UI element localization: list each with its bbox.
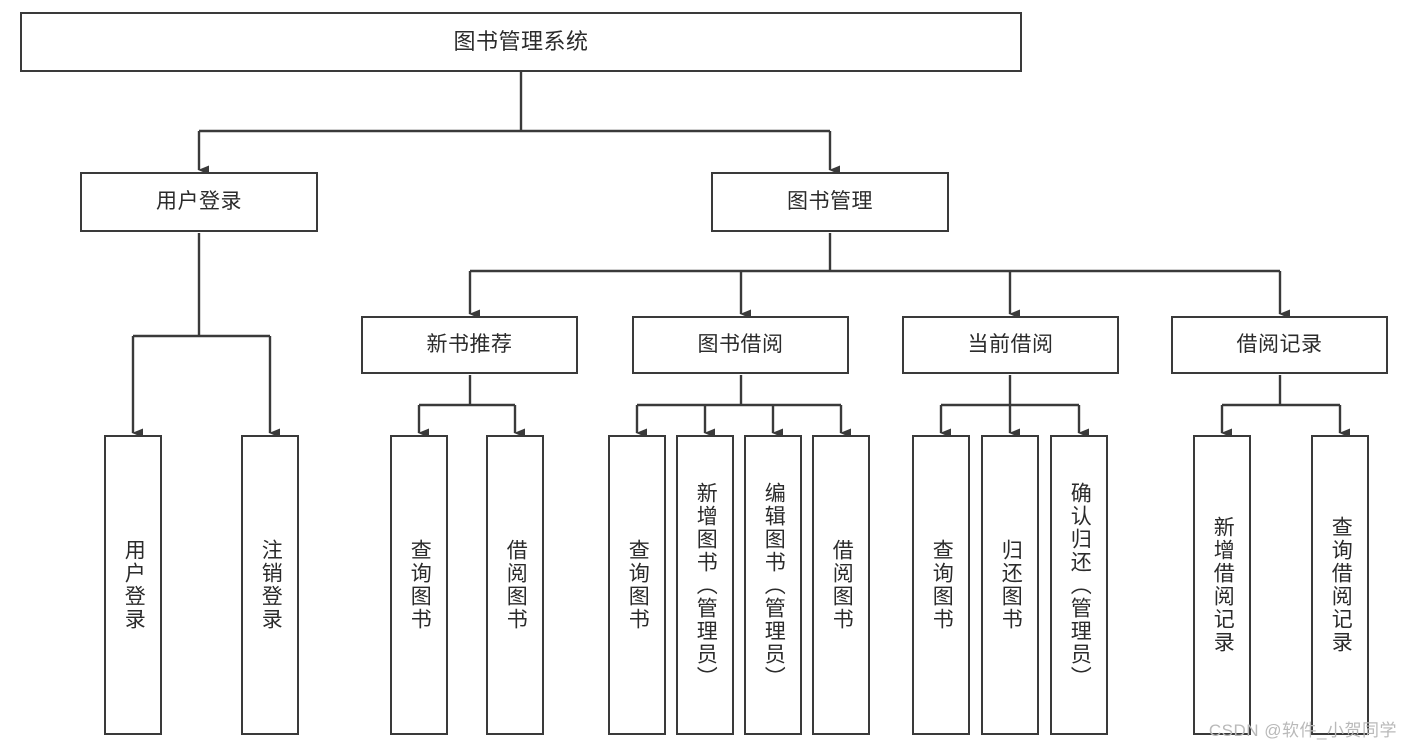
node-leaf-query-borrow-record[interactable]: 查询借阅记录 <box>1311 435 1369 735</box>
node-label: 借阅图书 <box>830 539 854 631</box>
node-label: 借阅记录 <box>1236 332 1323 356</box>
node-leaf-query-book-borrow[interactable]: 查询图书 <box>608 435 666 735</box>
node-label: 新增借阅记录 <box>1211 516 1235 654</box>
node-label: 新增图书（管理员） <box>694 481 718 689</box>
node-label: 查询图书 <box>408 539 432 631</box>
node-leaf-return-book[interactable]: 归还图书 <box>981 435 1039 735</box>
node-label: 注销登录 <box>259 539 283 631</box>
node-label: 查询图书 <box>930 539 954 631</box>
node-user-login[interactable]: 用户登录 <box>80 172 318 232</box>
node-label: 图书管理 <box>787 189 873 213</box>
node-book-borrow[interactable]: 图书借阅 <box>632 316 849 374</box>
node-label: 确认归还（管理员） <box>1068 481 1092 689</box>
node-leaf-add-borrow-record[interactable]: 新增借阅记录 <box>1193 435 1251 735</box>
node-leaf-add-book-admin[interactable]: 新增图书（管理员） <box>676 435 734 735</box>
node-label: 查询图书 <box>626 539 650 631</box>
node-label: 用户登录 <box>122 539 146 631</box>
node-book-management[interactable]: 图书管理 <box>711 172 949 232</box>
node-current-borrow[interactable]: 当前借阅 <box>902 316 1119 374</box>
node-label: 当前借阅 <box>967 332 1054 356</box>
node-label: 图书管理系统 <box>453 29 589 55</box>
node-label: 用户登录 <box>156 189 242 213</box>
node-leaf-confirm-return-admin[interactable]: 确认归还（管理员） <box>1050 435 1108 735</box>
node-label: 查询借阅记录 <box>1329 516 1353 654</box>
node-label: 借阅图书 <box>504 539 528 631</box>
node-root-book-management-system[interactable]: 图书管理系统 <box>20 12 1022 72</box>
node-leaf-query-book-newbook[interactable]: 查询图书 <box>390 435 448 735</box>
node-leaf-query-book-current[interactable]: 查询图书 <box>912 435 970 735</box>
node-leaf-borrow-book[interactable]: 借阅图书 <box>812 435 870 735</box>
node-label: 归还图书 <box>999 539 1023 631</box>
node-leaf-edit-book-admin[interactable]: 编辑图书（管理员） <box>744 435 802 735</box>
node-new-book-recommend[interactable]: 新书推荐 <box>361 316 578 374</box>
node-leaf-user-login[interactable]: 用户登录 <box>104 435 162 735</box>
node-label: 新书推荐 <box>426 332 513 356</box>
node-label: 图书借阅 <box>697 332 784 356</box>
node-leaf-borrow-book-newbook[interactable]: 借阅图书 <box>486 435 544 735</box>
node-label: 编辑图书（管理员） <box>762 481 786 689</box>
node-leaf-logout[interactable]: 注销登录 <box>241 435 299 735</box>
node-borrow-record[interactable]: 借阅记录 <box>1171 316 1388 374</box>
